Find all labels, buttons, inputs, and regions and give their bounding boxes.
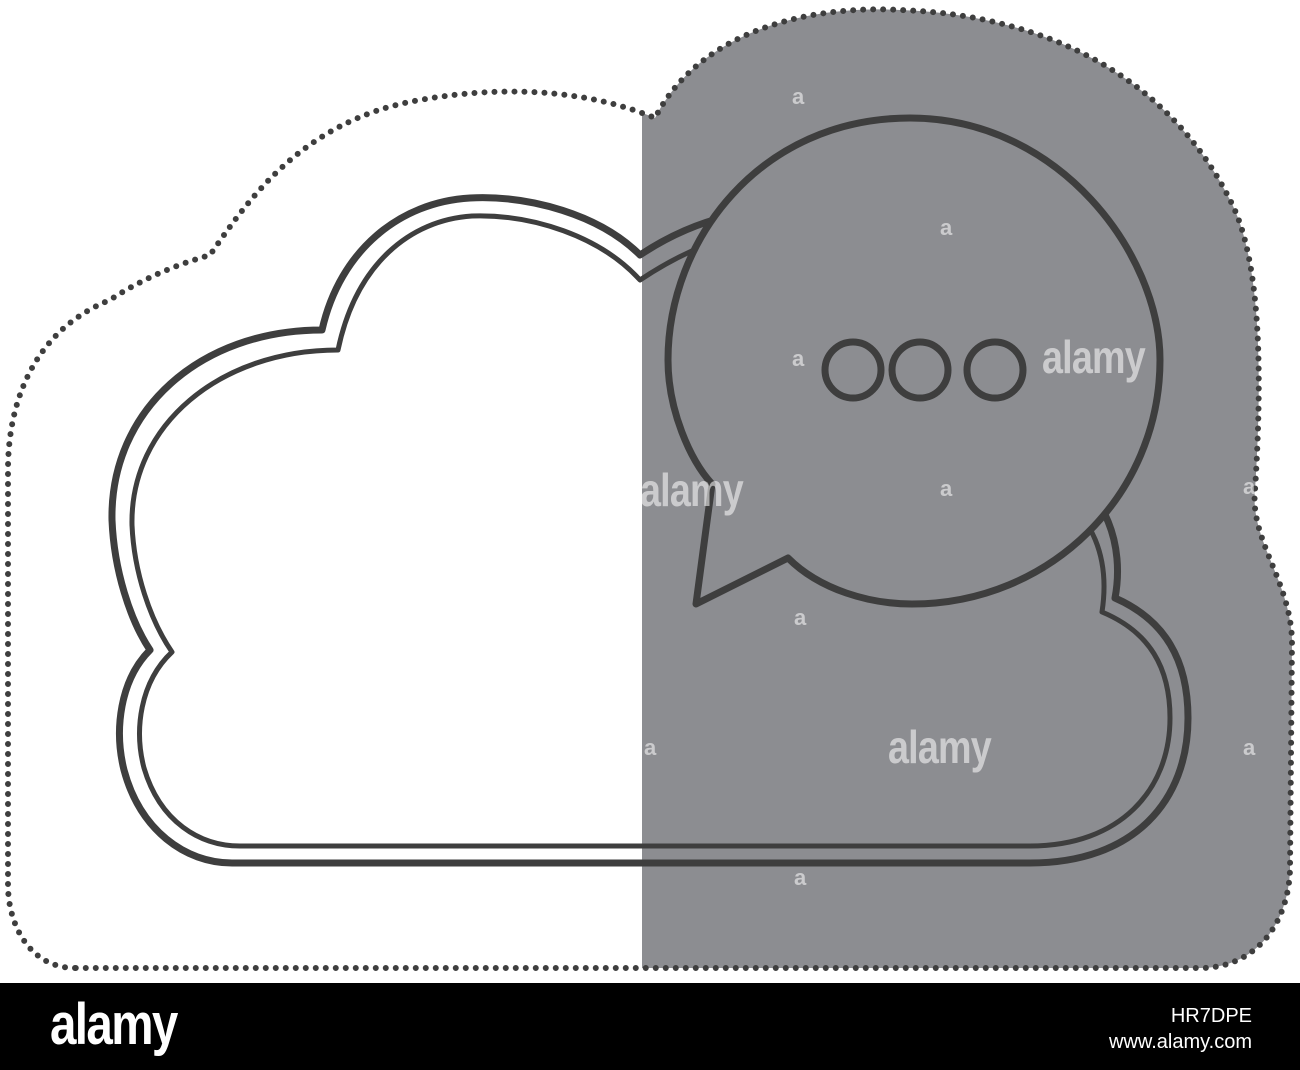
- cloud-icon: [108, 194, 1192, 867]
- image-id: HR7DPE: [1170, 1005, 1252, 1027]
- footer-url[interactable]: www.alamy.com: [1109, 1031, 1252, 1053]
- footer-bar: alamy HR7DPE www.alamy.com: [0, 983, 1300, 1070]
- chat-bubble-icon: [664, 114, 1164, 608]
- ellipsis-icon: [821, 338, 1027, 402]
- footer-logo: alamy: [50, 992, 178, 1057]
- cloud-chat-illustration: [0, 0, 1300, 983]
